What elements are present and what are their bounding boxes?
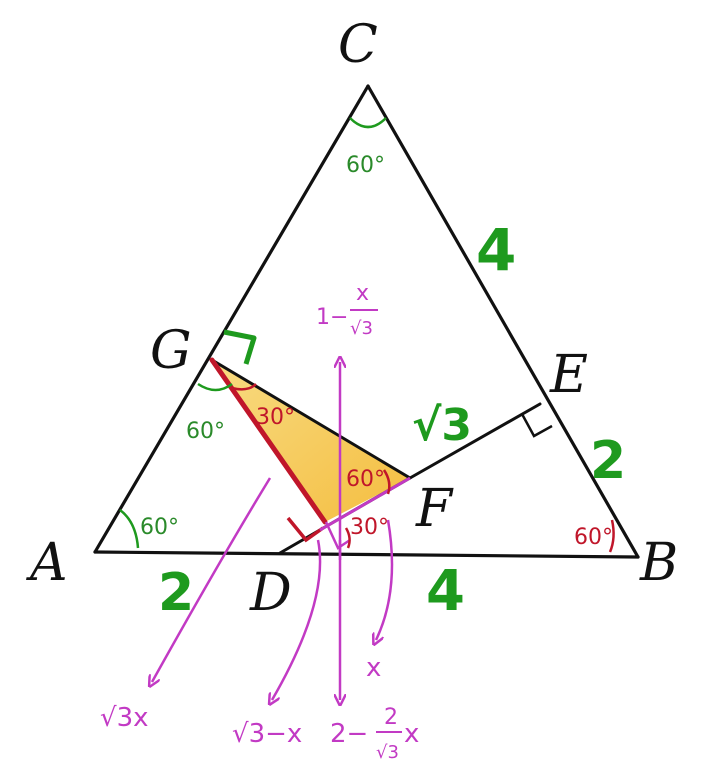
angle-label-a: 60° — [140, 515, 179, 540]
angle-arc-a — [119, 509, 140, 549]
length-db: 4 — [426, 559, 465, 624]
label-b: B — [639, 533, 678, 593]
label-root3-minus-x: √3−x — [232, 719, 302, 749]
angle-arc-b — [608, 519, 615, 553]
angle-arc-g — [197, 382, 233, 392]
arrow-x — [376, 519, 394, 640]
label-bottom-num: 2 — [384, 705, 398, 730]
magenta-segment-f — [319, 476, 411, 532]
label-x: x — [366, 653, 381, 683]
angle-label-c: 60° — [346, 153, 385, 178]
red-angle-arc-g — [231, 383, 257, 391]
side-ac — [93, 84, 370, 554]
right-angle-e — [520, 413, 553, 438]
red-right-angle — [286, 516, 325, 543]
angle-arc-c — [349, 117, 387, 129]
label-f: F — [415, 479, 454, 539]
label-top-fraction-lead: 1− — [316, 305, 348, 330]
angle-label-g-red: 30° — [256, 405, 295, 430]
arrow-root3-minus-x — [272, 539, 322, 700]
label-root3x: √3x — [100, 703, 149, 733]
label-d: D — [249, 563, 292, 623]
arrow-root3x — [152, 477, 272, 682]
angle-label-f-lower: 30° — [350, 515, 389, 540]
length-ef: √3 — [412, 400, 472, 451]
label-bottom-lead: 2− — [330, 719, 368, 749]
length-eb: 2 — [590, 431, 626, 491]
label-top-fraction-num: x — [356, 281, 369, 306]
angle-label-g: 60° — [186, 419, 225, 444]
shaded-triangle-gdf — [212, 360, 410, 522]
triangle-abc — [93, 84, 640, 559]
label-a: A — [26, 533, 68, 593]
angle-label-f-upper: 60° — [346, 467, 385, 492]
label-c: C — [338, 15, 378, 75]
segment-fe — [408, 402, 542, 480]
angle-arc-f-upper — [382, 469, 391, 495]
length-ce: 4 — [476, 216, 516, 284]
label-e: E — [549, 345, 588, 405]
label-top-fraction-den: √3 — [350, 318, 373, 339]
label-bottom-tail: x — [404, 719, 419, 749]
green-right-angle-g — [223, 329, 257, 365]
angle-label-b: 60° — [574, 525, 613, 550]
side-cb — [366, 84, 640, 559]
label-g: G — [150, 321, 192, 381]
side-ab — [93, 550, 640, 559]
magenta-right-angle — [324, 521, 351, 550]
length-ad: 2 — [158, 563, 194, 623]
segment-gf — [210, 358, 412, 480]
red-segment-g-foot — [209, 357, 328, 525]
angle-arc-f-lower — [344, 527, 351, 549]
label-bottom-den: √3 — [376, 742, 399, 763]
